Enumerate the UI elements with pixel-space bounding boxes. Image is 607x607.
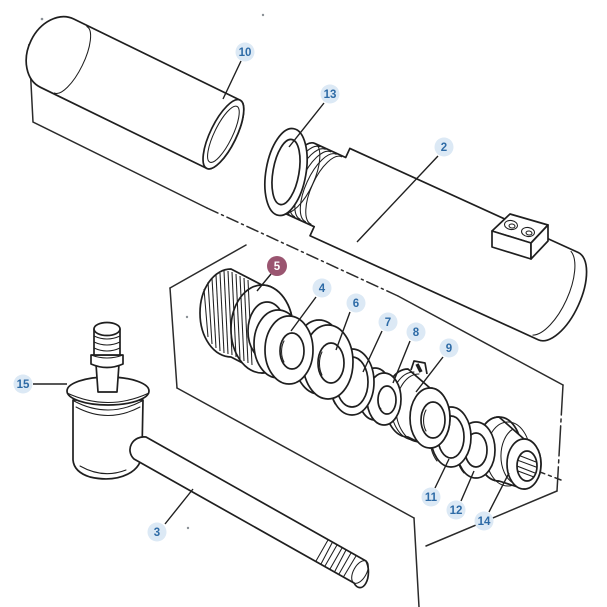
leader-line-12 bbox=[460, 470, 475, 502]
callout-number[interactable]: 13 bbox=[324, 89, 337, 101]
callout-badge-circle[interactable] bbox=[320, 84, 340, 104]
piston-key-slot bbox=[415, 363, 423, 373]
callout-number[interactable]: 5 bbox=[274, 261, 281, 273]
panel-middle-left-edge bbox=[169, 287, 178, 389]
callout-number[interactable]: 11 bbox=[425, 492, 438, 504]
callout-13[interactable]: 13 bbox=[320, 84, 340, 104]
callout-14[interactable]: 14 bbox=[474, 511, 494, 531]
callout-10[interactable]: 10 bbox=[235, 42, 255, 62]
leader-line-8 bbox=[392, 340, 411, 384]
part-13-oring bbox=[264, 127, 308, 217]
panel-bottom-top-edge bbox=[176, 387, 415, 519]
callout-badge-circle[interactable] bbox=[439, 338, 459, 358]
leader-line-5 bbox=[256, 273, 272, 292]
tie-rod-end-body bbox=[72, 399, 144, 480]
callout-number[interactable]: 14 bbox=[478, 516, 491, 528]
phantom-axis-line bbox=[206, 207, 399, 297]
callout-badge-circle[interactable] bbox=[235, 42, 255, 62]
tube-cap-seam bbox=[53, 25, 92, 94]
leader-line-14 bbox=[488, 472, 510, 513]
stud-top bbox=[93, 321, 121, 337]
part-4-seal-washer bbox=[253, 309, 314, 385]
panel-middle-right-edge bbox=[556, 384, 564, 492]
callout-badge-circle[interactable] bbox=[474, 511, 494, 531]
callout-badges: 10 13 2 5 4 6 7 8 9 11 12 14 15 3 bbox=[13, 42, 494, 542]
callout-3[interactable]: 3 bbox=[147, 522, 167, 542]
callout-number[interactable]: 8 bbox=[413, 327, 420, 339]
leader-line-6 bbox=[335, 311, 351, 351]
leader-line-9 bbox=[415, 356, 444, 393]
tie-rod-end-collar bbox=[90, 354, 124, 369]
callout-number[interactable]: 6 bbox=[353, 298, 359, 310]
leader-line-10 bbox=[222, 60, 242, 100]
panel-middle-upper-left-edge bbox=[169, 244, 247, 289]
part-3-rod bbox=[129, 436, 370, 589]
port-hole bbox=[504, 219, 518, 231]
leader-line-2 bbox=[356, 155, 439, 243]
leader-line-7 bbox=[362, 330, 383, 373]
callout-badge-circle[interactable] bbox=[406, 322, 426, 342]
phantom-axis-end bbox=[526, 466, 562, 481]
tie-rod-end-seal-ring bbox=[75, 406, 141, 416]
tube-mouth-inner bbox=[207, 105, 240, 163]
callout-badge-circle[interactable] bbox=[147, 522, 167, 542]
port-hole bbox=[521, 226, 535, 238]
callout-badge-circle[interactable] bbox=[312, 278, 332, 298]
callout-number[interactable]: 2 bbox=[441, 142, 447, 154]
callout-4[interactable]: 4 bbox=[312, 278, 332, 298]
callout-6[interactable]: 6 bbox=[346, 293, 366, 313]
tube-mouth bbox=[202, 98, 245, 170]
callout-8[interactable]: 8 bbox=[406, 322, 426, 342]
callout-number[interactable]: 4 bbox=[319, 283, 326, 295]
callout-number[interactable]: 9 bbox=[446, 343, 452, 355]
panel-bottom-right-edge bbox=[413, 517, 420, 607]
gland-bore-threads bbox=[517, 454, 537, 478]
callout-number[interactable]: 10 bbox=[239, 47, 252, 59]
callout-badge-circle[interactable] bbox=[378, 312, 398, 332]
part-10-tube bbox=[25, 15, 245, 170]
callout-number[interactable]: 15 bbox=[17, 379, 30, 391]
callout-badge-circle[interactable] bbox=[267, 256, 287, 276]
piston-bore bbox=[420, 401, 446, 439]
print-specks bbox=[40, 13, 265, 530]
callout-number[interactable]: 7 bbox=[385, 317, 391, 329]
callout-badge-circle[interactable] bbox=[13, 374, 33, 394]
rod-thread-lines bbox=[315, 539, 357, 577]
leader-lines bbox=[33, 60, 510, 525]
leader-line-4 bbox=[290, 296, 317, 332]
cylinder-port-block bbox=[491, 213, 549, 260]
callout-badge-circle[interactable] bbox=[346, 293, 366, 313]
callout-11[interactable]: 11 bbox=[421, 487, 441, 507]
callout-number[interactable]: 3 bbox=[154, 527, 160, 539]
callout-9[interactable]: 9 bbox=[439, 338, 459, 358]
part-6-washer bbox=[293, 319, 354, 400]
callout-15[interactable]: 15 bbox=[13, 374, 33, 394]
leader-line-3 bbox=[164, 488, 194, 525]
rod-tip bbox=[351, 560, 369, 584]
callout-badge-circle[interactable] bbox=[421, 487, 441, 507]
callout-12[interactable]: 12 bbox=[446, 500, 466, 520]
callout-2[interactable]: 2 bbox=[434, 137, 454, 157]
callout-badge-circle[interactable] bbox=[434, 137, 454, 157]
tie-rod-end-seal-ring bbox=[73, 400, 143, 411]
callout-7[interactable]: 7 bbox=[378, 312, 398, 332]
phantom-panels bbox=[28, 44, 564, 607]
part-9-piston bbox=[384, 360, 451, 449]
stud-thread-lines bbox=[93, 335, 121, 352]
callout-badge-circle[interactable] bbox=[446, 500, 466, 520]
cylinder-cap-seam bbox=[532, 250, 576, 336]
callout-5-selected[interactable]: 5 bbox=[267, 256, 287, 276]
leader-line-13 bbox=[288, 102, 325, 148]
callout-number[interactable]: 12 bbox=[450, 505, 463, 517]
leader-line-11 bbox=[434, 458, 450, 489]
panel-middle-top-edge bbox=[397, 295, 564, 386]
